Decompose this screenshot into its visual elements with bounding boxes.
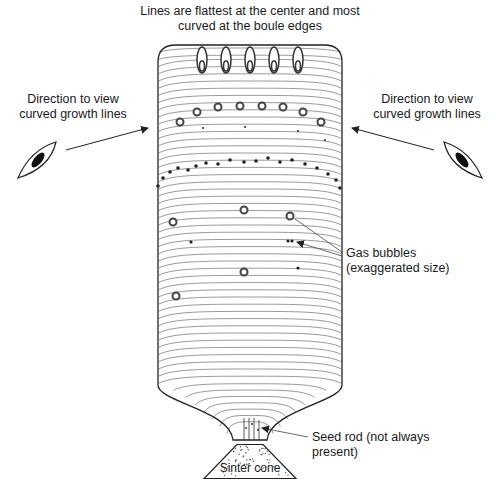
growth-line xyxy=(159,160,341,167)
growth-line xyxy=(159,311,341,318)
growth-line xyxy=(212,409,288,419)
ring-bubbles xyxy=(170,103,325,300)
left-eye xyxy=(18,142,56,178)
growth-line xyxy=(159,283,341,290)
growth-line xyxy=(159,333,341,340)
growth-line xyxy=(159,369,341,376)
growth-line xyxy=(159,355,341,362)
dot-bubbles xyxy=(156,126,342,431)
growth-line xyxy=(159,203,341,210)
growth-line xyxy=(159,326,341,333)
view-arrow xyxy=(352,128,434,150)
annotation-label: Direction to view curved growth lines xyxy=(8,92,138,122)
growth-line xyxy=(159,153,341,160)
growth-line xyxy=(159,189,341,196)
growth-line xyxy=(159,376,341,383)
growth-line xyxy=(159,182,341,189)
growth-line xyxy=(159,290,341,297)
growth-line xyxy=(227,422,273,434)
growth-line xyxy=(159,254,341,261)
boule-outline xyxy=(158,45,342,440)
growth-line xyxy=(159,103,341,110)
leader-line xyxy=(262,428,308,437)
growth-line xyxy=(159,117,341,124)
elongated-bubbles xyxy=(197,47,303,73)
growth-line xyxy=(159,319,341,326)
growth-line xyxy=(204,403,296,412)
seed-rod xyxy=(244,418,259,440)
growth-line xyxy=(159,232,341,239)
growth-line xyxy=(159,124,341,131)
growth-line xyxy=(159,268,341,275)
annotation-label: Seed rod (not always present) xyxy=(312,430,442,460)
view-arrow xyxy=(66,128,148,150)
growth-line xyxy=(159,146,341,153)
annotation-label: Direction to view curved growth lines xyxy=(362,92,492,122)
growth-line xyxy=(159,95,341,102)
growth-line xyxy=(159,347,341,354)
growth-line xyxy=(159,139,341,146)
growth-line xyxy=(159,275,341,282)
growth-line xyxy=(159,340,341,347)
growth-line xyxy=(159,297,341,304)
growth-lines xyxy=(159,48,341,434)
growth-line xyxy=(195,396,305,404)
node-label: Sinter cone xyxy=(200,461,300,475)
growth-line xyxy=(159,304,341,311)
growth-line xyxy=(159,131,341,138)
growth-line xyxy=(159,362,341,369)
growth-line xyxy=(159,110,341,117)
growth-line xyxy=(159,81,341,88)
leader-line xyxy=(297,242,342,256)
growth-line xyxy=(159,225,341,232)
growth-line xyxy=(174,384,327,391)
growth-line xyxy=(220,415,281,426)
growth-line xyxy=(159,218,341,225)
growth-line xyxy=(159,247,341,254)
growth-line xyxy=(159,239,341,246)
annotation-label: Lines are flattest at the center and mos… xyxy=(125,4,375,34)
annotation-label: Gas bubbles (exaggerated size) xyxy=(346,246,461,276)
growth-line xyxy=(159,175,341,182)
growth-line xyxy=(159,167,341,174)
right-eye xyxy=(444,142,482,178)
growth-line xyxy=(159,211,341,218)
growth-line xyxy=(159,261,341,268)
growth-line xyxy=(159,196,341,203)
leader-line xyxy=(295,219,342,252)
growth-line xyxy=(159,74,341,81)
sinter-cone: Sinter cone xyxy=(200,444,300,479)
growth-line xyxy=(159,88,341,95)
